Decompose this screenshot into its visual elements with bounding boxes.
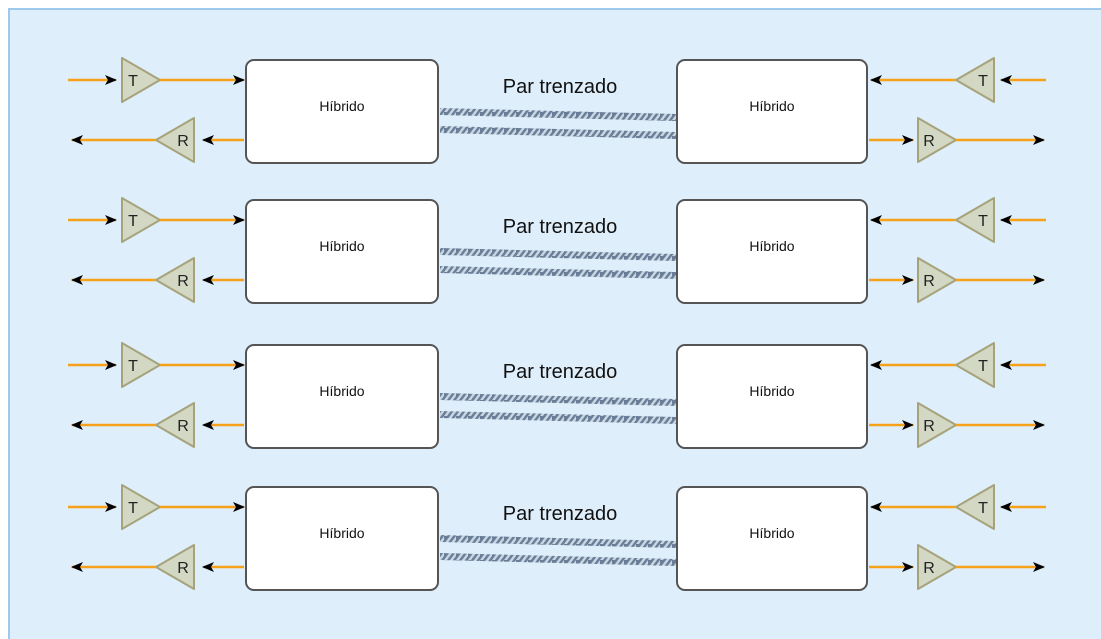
right-hybrid-label: Híbrido xyxy=(749,98,794,114)
link-row: Híbrido Híbrido Par trenzado T R T R xyxy=(68,197,1046,304)
cable-strand-lower xyxy=(440,411,676,424)
amplifier-triangle xyxy=(917,402,957,448)
cable-strand-upper xyxy=(440,535,676,548)
amplifier-label: R xyxy=(177,133,189,150)
right-receiver: R xyxy=(917,117,957,163)
right-hybrid-label: Híbrido xyxy=(749,383,794,399)
amplifier-triangle xyxy=(155,402,195,448)
amplifier-label: T xyxy=(128,213,138,230)
right-hybrid-box xyxy=(676,199,868,304)
twisted-pair-cable-icon xyxy=(440,248,676,279)
right-transmitter: T xyxy=(955,342,995,388)
right-transmitter: T xyxy=(955,484,995,530)
amplifier-triangle xyxy=(955,197,995,243)
cable-strand-lower xyxy=(440,126,676,139)
left-transmitter: T xyxy=(121,484,161,530)
amplifier-triangle xyxy=(917,257,957,303)
amplifier-label: R xyxy=(923,560,935,577)
amplifier-triangle xyxy=(155,117,195,163)
left-receiver: R xyxy=(155,402,195,448)
amplifier-label: T xyxy=(978,500,988,517)
right-transmitter: T xyxy=(955,57,995,103)
left-hybrid-label: Híbrido xyxy=(319,98,364,114)
amplifier-label: T xyxy=(128,73,138,90)
link-row: Híbrido Híbrido Par trenzado T R T R xyxy=(68,484,1046,591)
amplifier-label: R xyxy=(923,133,935,150)
amplifier-triangle xyxy=(121,57,161,103)
right-hybrid-box xyxy=(676,486,868,591)
cable-label: Par trenzado xyxy=(503,216,618,238)
link-row: Híbrido Híbrido Par trenzado T R T R xyxy=(68,57,1046,164)
amplifier-triangle xyxy=(155,257,195,303)
cable-strand-upper xyxy=(440,248,676,261)
twisted-pair-cable-icon xyxy=(440,535,676,566)
amplifier-label: T xyxy=(128,358,138,375)
amplifier-label: T xyxy=(978,213,988,230)
left-hybrid-box xyxy=(245,59,439,164)
amplifier-label: T xyxy=(978,73,988,90)
amplifier-triangle xyxy=(917,117,957,163)
left-transmitter: T xyxy=(121,197,161,243)
right-hybrid-label: Híbrido xyxy=(749,238,794,254)
twisted-pair-cable-icon xyxy=(440,393,676,424)
left-receiver: R xyxy=(155,257,195,303)
amplifier-triangle xyxy=(955,57,995,103)
right-receiver: R xyxy=(917,257,957,303)
twisted-pair-cable-icon xyxy=(440,108,676,139)
left-hybrid-label: Híbrido xyxy=(319,238,364,254)
amplifier-label: R xyxy=(923,273,935,290)
amplifier-triangle xyxy=(121,342,161,388)
right-receiver: R xyxy=(917,402,957,448)
right-hybrid-box xyxy=(676,344,868,449)
cable-strand-upper xyxy=(440,108,676,121)
cable-strand-lower xyxy=(440,553,676,566)
left-receiver: R xyxy=(155,544,195,590)
left-transmitter: T xyxy=(121,342,161,388)
left-hybrid-label: Híbrido xyxy=(319,525,364,541)
amplifier-triangle xyxy=(155,544,195,590)
left-hybrid-box xyxy=(245,344,439,449)
link-row: Híbrido Híbrido Par trenzado T R T R xyxy=(68,342,1046,449)
amplifier-label: R xyxy=(177,418,189,435)
amplifier-label: R xyxy=(923,418,935,435)
right-hybrid-box xyxy=(676,59,868,164)
cable-label: Par trenzado xyxy=(503,76,618,98)
right-hybrid-label: Híbrido xyxy=(749,525,794,541)
left-hybrid-box xyxy=(245,199,439,304)
left-hybrid-box xyxy=(245,486,439,591)
left-receiver: R xyxy=(155,117,195,163)
amplifier-triangle xyxy=(121,484,161,530)
amplifier-label: T xyxy=(128,500,138,517)
right-transmitter: T xyxy=(955,197,995,243)
amplifier-triangle xyxy=(955,484,995,530)
amplifier-triangle xyxy=(917,544,957,590)
amplifier-label: R xyxy=(177,273,189,290)
right-receiver: R xyxy=(917,544,957,590)
amplifier-triangle xyxy=(121,197,161,243)
left-hybrid-label: Híbrido xyxy=(319,383,364,399)
amplifier-label: T xyxy=(978,358,988,375)
left-transmitter: T xyxy=(121,57,161,103)
cable-label: Par trenzado xyxy=(503,361,618,383)
cable-strand-upper xyxy=(440,393,676,406)
cable-label: Par trenzado xyxy=(503,503,618,525)
cable-strand-lower xyxy=(440,266,676,279)
amplifier-triangle xyxy=(955,342,995,388)
amplifier-label: R xyxy=(177,560,189,577)
